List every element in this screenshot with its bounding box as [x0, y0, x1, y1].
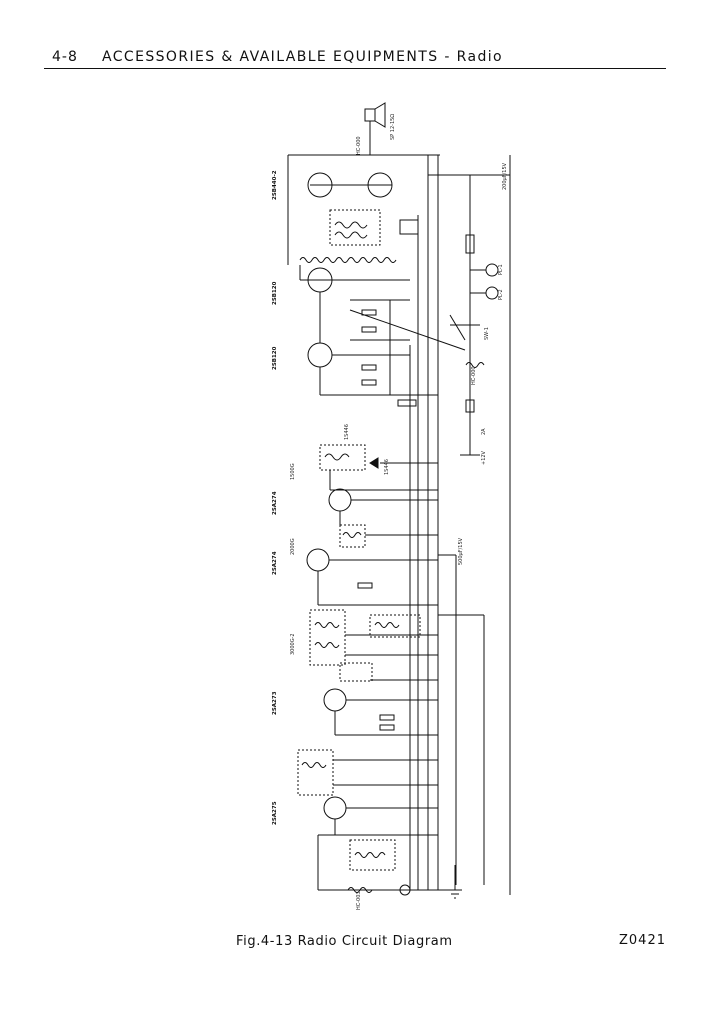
section-number: 4-8	[52, 49, 78, 65]
coil-label: HC-000	[356, 136, 362, 155]
transistor-label: 2SA275	[272, 801, 278, 825]
capacitor-label: 500μF/15V	[458, 537, 464, 565]
capacitor-label: 200μF/15V	[502, 162, 508, 190]
if-transformer-label: 3000G-2	[290, 633, 296, 655]
lamp-label: PL-1	[498, 264, 504, 275]
radio-circuit-schematic: 2SB440-2 2SB120 2SB120 2SA274 2SA274 2SA…	[272, 102, 511, 910]
if-transformer-label: 2000G	[290, 538, 296, 555]
fuse-label: 2A	[481, 428, 487, 435]
transistor-label: 2SB120	[272, 281, 278, 305]
section-title: ACCESSORIES & AVAILABLE EQUIPMENTS - Rad…	[102, 49, 504, 65]
transistor-label: 2SA274	[272, 551, 278, 575]
if-transformer-label: 1500G	[290, 463, 296, 480]
diode-label: 1S446	[344, 424, 350, 440]
speaker-label: SP 12-15Ω	[390, 114, 396, 140]
supply-label: +12V	[481, 450, 487, 465]
transistor-label: 2SA273	[272, 691, 278, 715]
coil-label: HC-003	[356, 891, 362, 910]
lamp-label: PL-2	[498, 289, 504, 300]
coil-label: HC-000	[471, 366, 477, 385]
figure-caption: Fig.4-13 Radio Circuit Diagram	[236, 934, 453, 949]
page-header: 4-8 ACCESSORIES & AVAILABLE EQUIPMENTS -…	[44, 46, 666, 69]
figure-code: Z0421	[619, 933, 666, 948]
transistor-label: 2SB440-2	[272, 170, 278, 200]
diode-label: 1S446	[384, 459, 390, 475]
switch-label: SW-1	[484, 327, 490, 340]
transistor-label: 2SB120	[272, 346, 278, 370]
transistor-label: 2SA274	[272, 491, 278, 515]
